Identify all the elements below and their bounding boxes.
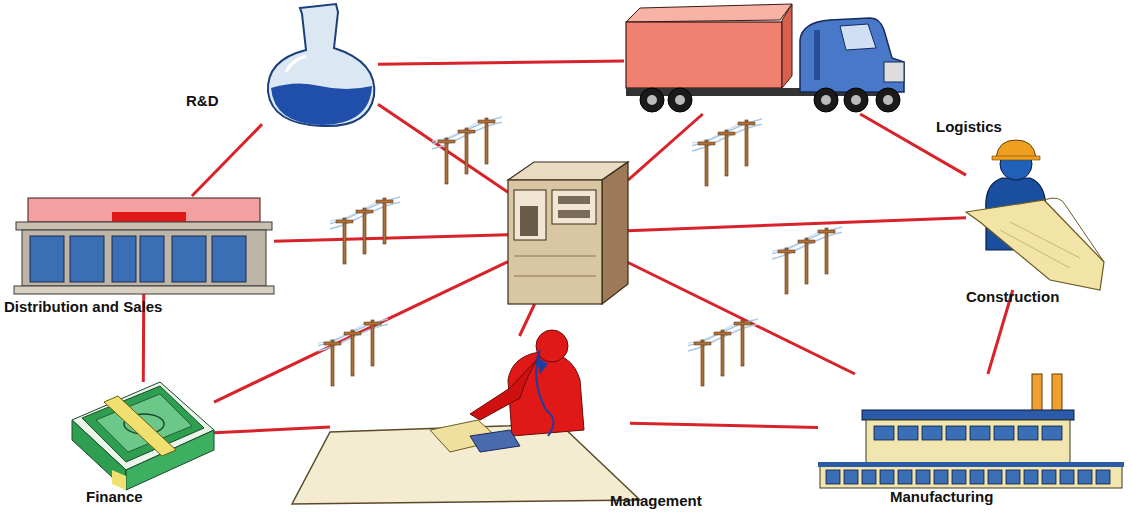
network-link xyxy=(378,61,624,64)
node-label: Finance xyxy=(86,488,143,506)
manager-desk-icon xyxy=(292,330,640,504)
truck-icon xyxy=(626,4,904,112)
store-icon xyxy=(14,198,274,294)
icon-node: Finance xyxy=(72,382,214,490)
construction-worker-icon xyxy=(966,140,1104,290)
network-link xyxy=(192,124,262,196)
network-link xyxy=(214,427,330,433)
network-link xyxy=(520,304,535,336)
icon-node: Management xyxy=(330,336,630,504)
telephone-poles xyxy=(304,116,847,386)
icon-node: Construction xyxy=(966,140,1104,290)
node-label: Distribution and Sales xyxy=(4,298,162,316)
server-icon xyxy=(508,162,628,304)
money-stack-icon xyxy=(72,382,214,490)
factory-icon xyxy=(818,374,1124,488)
node-label: Logistics xyxy=(936,118,1002,136)
flask-icon xyxy=(268,4,374,126)
icon-node: Distribution and Sales xyxy=(14,196,274,294)
network-link xyxy=(628,114,703,180)
icon-node: Manufacturing xyxy=(818,374,1124,488)
node-label: Construction xyxy=(966,288,1059,306)
network-link xyxy=(378,104,508,192)
network-link xyxy=(630,423,818,427)
network-link xyxy=(628,218,966,231)
node-label: R&D xyxy=(186,92,219,110)
icon-node: Logistics xyxy=(624,4,906,114)
node-label: Manufacturing xyxy=(890,488,993,506)
icon-node xyxy=(508,162,628,304)
icon-node: R&D xyxy=(262,4,378,126)
node-label: Management xyxy=(610,492,702,510)
network-link xyxy=(274,235,508,242)
